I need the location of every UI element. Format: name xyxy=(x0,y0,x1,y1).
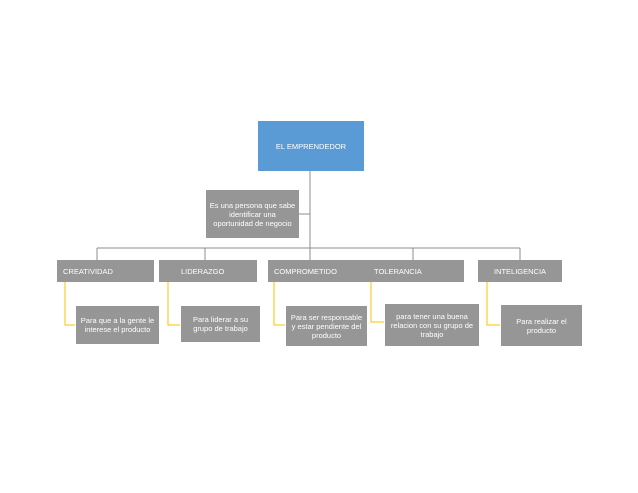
category-node-inteligencia: INTELIGENCIA xyxy=(478,260,562,282)
category-label: TOLERANCIA xyxy=(374,266,422,276)
category-node-tolerancia: TOLERANCIA xyxy=(360,260,464,282)
description-label: Para que a la gente le interese el produ… xyxy=(80,316,155,334)
category-label: INTELIGENCIA xyxy=(493,266,547,276)
category-label: COMPROMETIDO xyxy=(274,266,337,276)
description-label: para tener una buena relacion con su gru… xyxy=(390,311,474,339)
description-label: Para ser responsable y estar pendiente d… xyxy=(290,312,363,340)
description-node-creatividad: Para que a la gente le interese el produ… xyxy=(75,305,160,345)
description-node-tolerancia: para tener una buena relacion con su gru… xyxy=(384,303,480,347)
assistant-node: Es una persona que sabe identificar una … xyxy=(206,190,299,238)
root-node-label: EL EMPRENDEDOR xyxy=(275,141,347,151)
category-label: LIDERAZGO xyxy=(181,266,225,276)
description-node-inteligencia: Para realizar el producto xyxy=(500,304,583,347)
description-label: Para realizar el producto xyxy=(516,316,567,335)
category-label: CREATIVIDAD xyxy=(63,266,113,276)
root-node: EL EMPRENDEDOR xyxy=(258,121,364,171)
assistant-node-label: Es una persona que sabe identificar una … xyxy=(209,200,296,228)
description-label: Para liderar a su grupo de trabajo xyxy=(192,315,249,333)
description-node-comprometido: Para ser responsable y estar pendiente d… xyxy=(285,305,368,347)
category-node-liderazgo: LIDERAZGO xyxy=(159,260,257,282)
category-node-creatividad: CREATIVIDAD xyxy=(57,260,154,282)
description-node-liderazgo: Para liderar a su grupo de trabajo xyxy=(180,305,261,343)
category-node-comprometido: COMPROMETIDO xyxy=(268,260,365,282)
